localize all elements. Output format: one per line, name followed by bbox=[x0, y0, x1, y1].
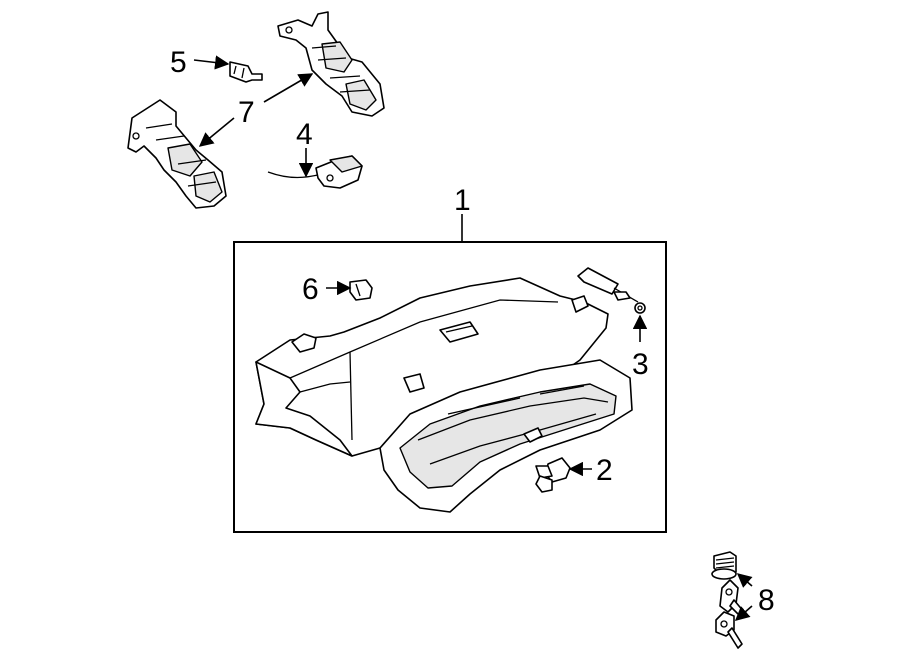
callout-4: 4 bbox=[296, 118, 313, 151]
bulb-part bbox=[229, 61, 263, 83]
callout-8: 8 bbox=[758, 584, 775, 617]
callout-2: 2 bbox=[596, 454, 613, 487]
glove-box-part bbox=[255, 277, 633, 513]
wire-harness-part bbox=[267, 155, 363, 189]
lock-and-keys-part bbox=[711, 551, 745, 649]
callout-6: 6 bbox=[302, 273, 319, 306]
callout-5: 5 bbox=[170, 46, 187, 79]
leader-5 bbox=[193, 55, 230, 70]
leader-8b bbox=[734, 605, 753, 621]
leader-7b bbox=[198, 117, 235, 147]
callout-1: 1 bbox=[454, 184, 471, 217]
damper-part bbox=[577, 267, 646, 314]
callout-7: 7 bbox=[238, 96, 255, 129]
bracket-assembly-upper bbox=[277, 11, 385, 117]
leader-7a bbox=[263, 73, 314, 103]
assembly-frame bbox=[233, 241, 667, 533]
callout-3: 3 bbox=[632, 348, 649, 381]
latch-screw-part bbox=[535, 457, 571, 493]
switch-part bbox=[349, 279, 373, 301]
bracket-assembly-lower bbox=[127, 99, 227, 209]
leader-8a bbox=[736, 573, 753, 588]
